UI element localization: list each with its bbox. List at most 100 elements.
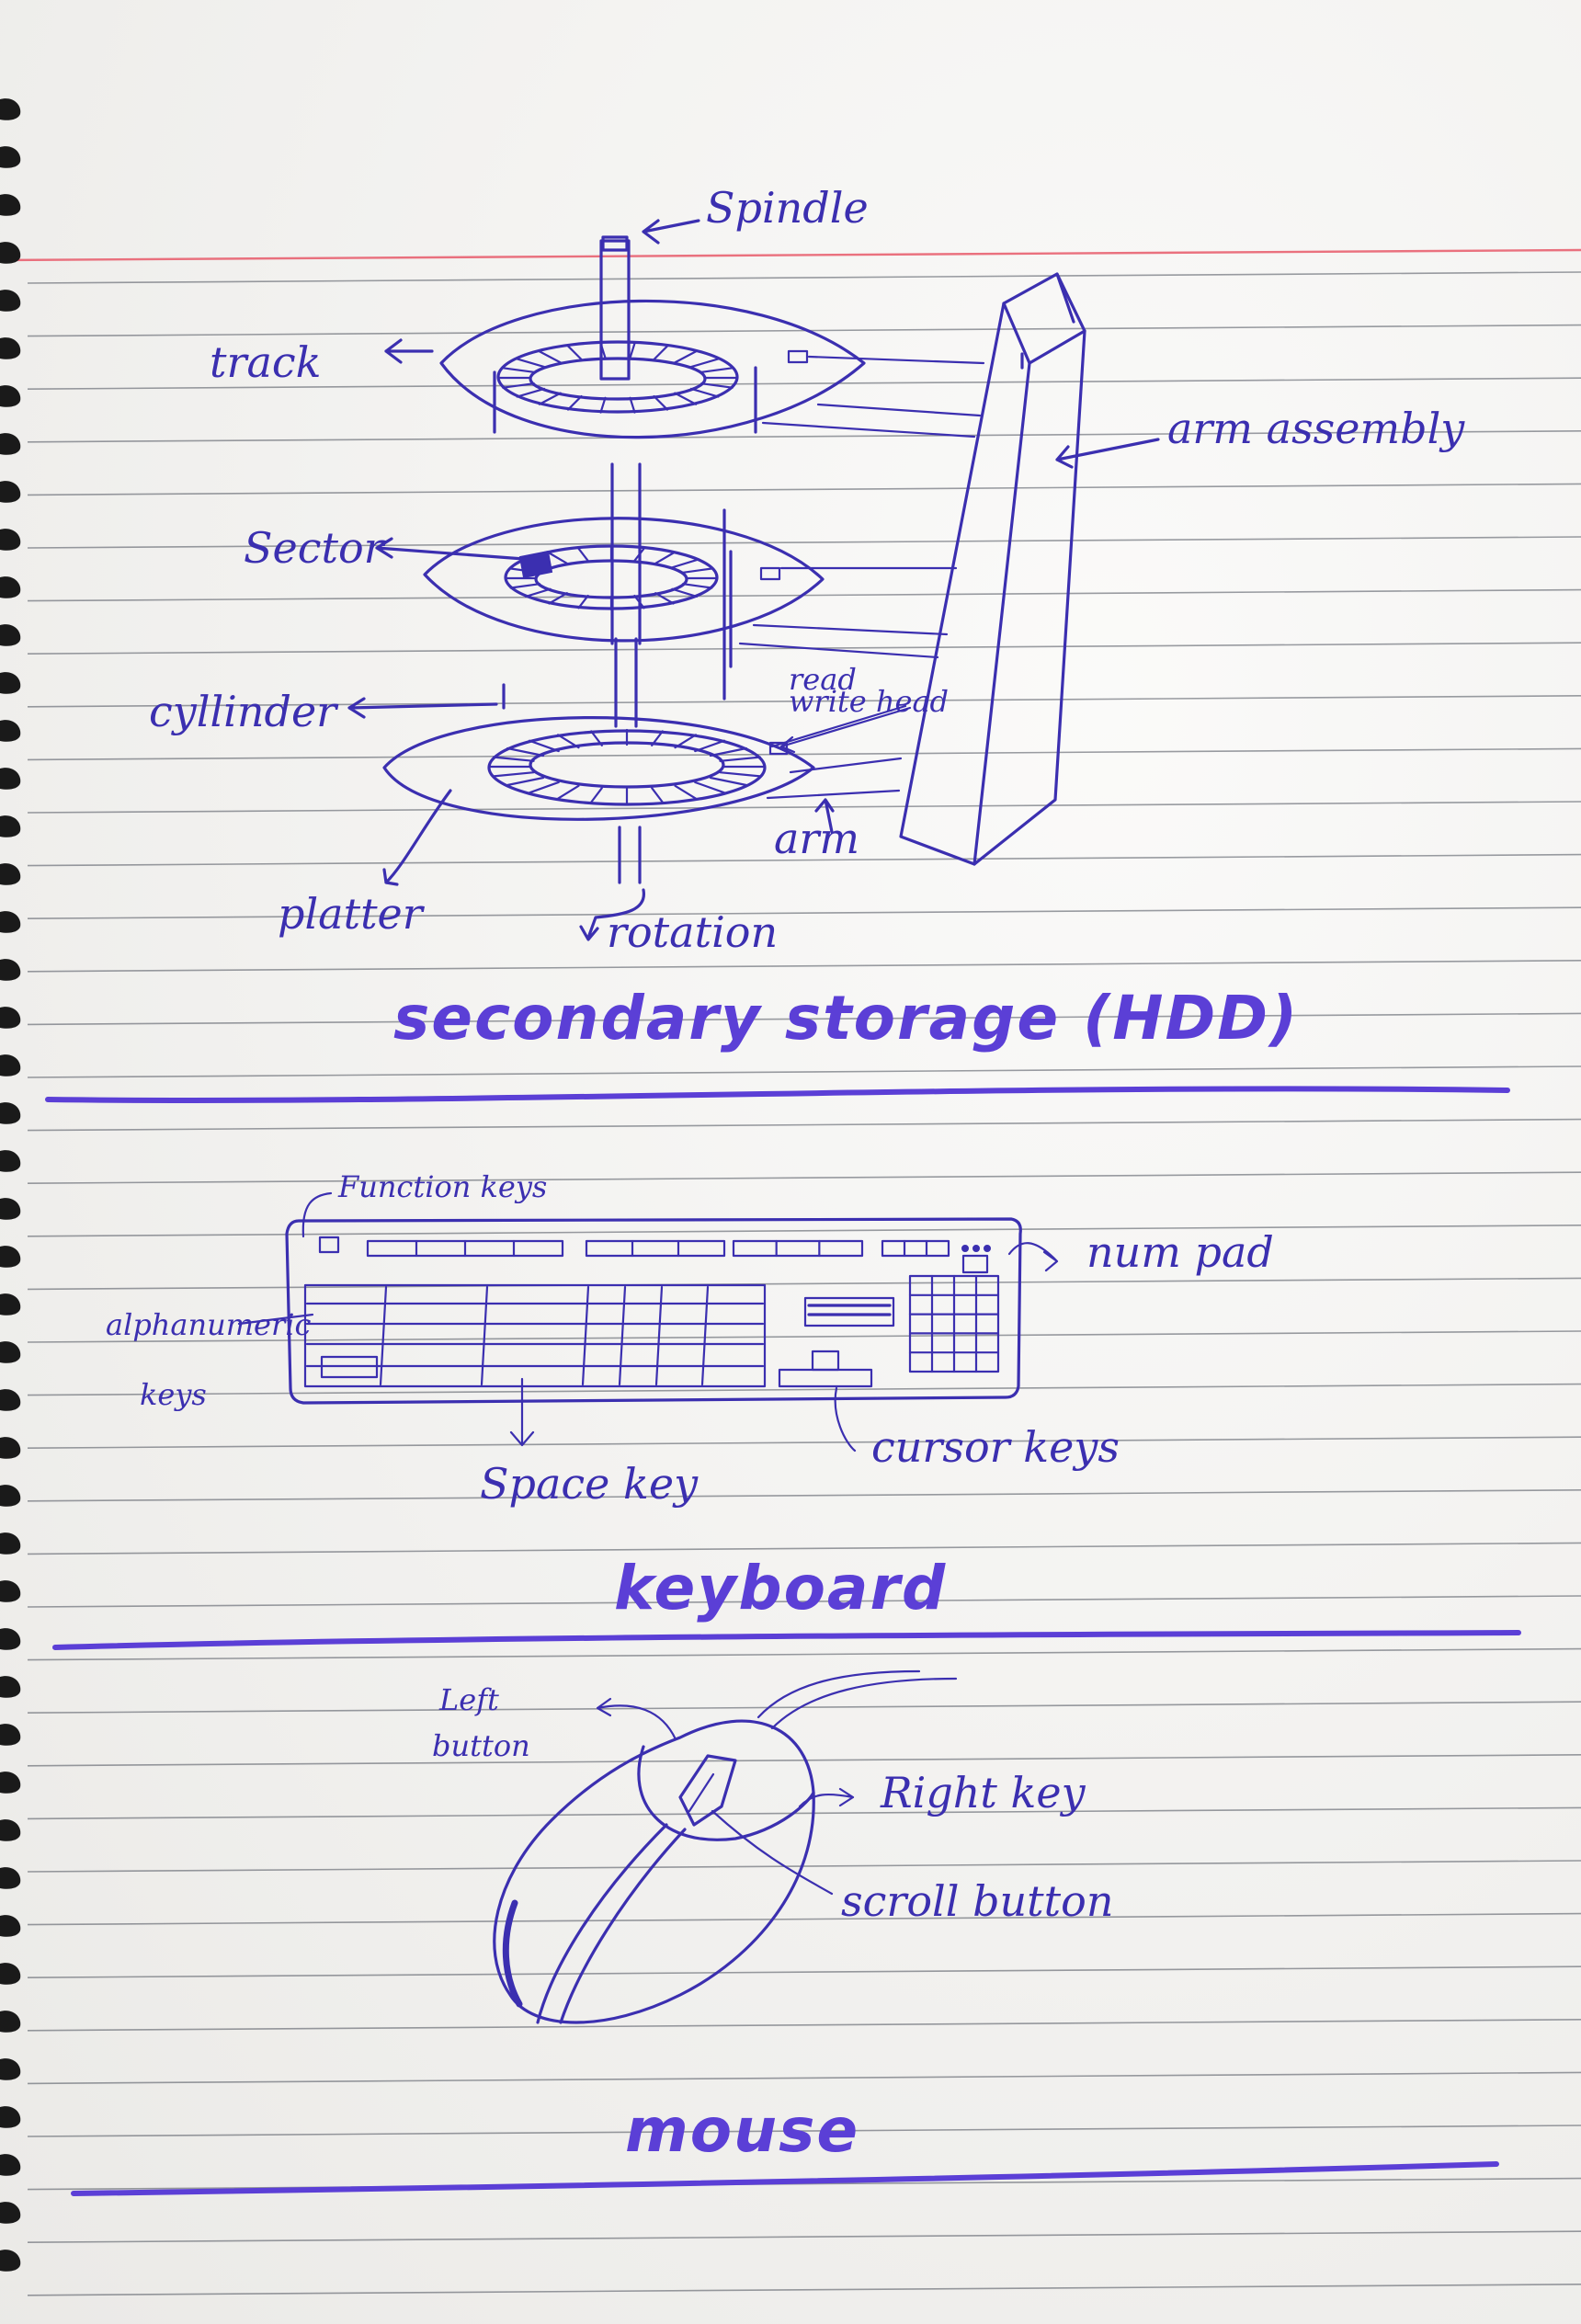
track-tick: [671, 558, 699, 569]
arm-line: [766, 789, 901, 800]
track-tick: [590, 730, 603, 746]
track-tick: [654, 592, 675, 605]
label-arm: arm: [774, 814, 859, 863]
spiral-ring: [0, 1963, 21, 1985]
title-keyboard: keyboard: [614, 1553, 947, 1623]
spiral-ring: [0, 2154, 21, 2176]
spiral-ring: [0, 1437, 21, 1459]
platter-top-track-outer: [496, 340, 739, 414]
spiral-ring: [0, 1819, 21, 1841]
ruled-line: [27, 1806, 1581, 1820]
spiral-ring: [0, 1341, 21, 1363]
alpha-block: [303, 1283, 767, 1388]
cylinder-arrow: [347, 697, 498, 719]
ruled-line: [27, 1647, 1581, 1661]
spiral-ring: [0, 720, 21, 742]
cursor-keys-arrow: [834, 1386, 857, 1452]
alpha-col-line: [379, 1285, 388, 1386]
ruled-line: [27, 1330, 1581, 1343]
track-tick: [493, 771, 535, 778]
title-hdd: secondary storage (HDD): [393, 983, 1299, 1054]
track-tick: [566, 394, 583, 411]
spiral-ring: [0, 672, 21, 694]
spiral-ring: [0, 194, 21, 216]
spiral-ring: [0, 1580, 21, 1602]
cursor-key-row: [778, 1368, 873, 1388]
ruled-line: [27, 1860, 1581, 1873]
mouse-diagram: Left button Right key scroll button mous…: [71, 1669, 1499, 2196]
label-function-keys: Function keys: [337, 1169, 547, 1204]
mouse-cable-2: [756, 1669, 921, 1719]
ruled-line: [27, 906, 1581, 919]
track-tick: [694, 780, 726, 794]
label-left: Left: [438, 1682, 499, 1717]
ruled-line: [27, 747, 1581, 761]
track-tick: [566, 345, 583, 361]
indicator-block: [961, 1254, 989, 1274]
modifier-key: [320, 1355, 379, 1379]
indicator-dot: [972, 1245, 980, 1252]
label-left-button: button: [432, 1728, 530, 1763]
mouse-shade: [502, 1899, 523, 2008]
spiral-ring: [0, 1485, 21, 1507]
track-tick: [674, 734, 698, 749]
function-key-block: [732, 1239, 864, 1258]
spiral-ring: [0, 863, 21, 885]
ruled-lines: [27, 271, 1581, 2296]
arm-assembly-edge: [1055, 272, 1075, 324]
ruled-line: [27, 853, 1581, 867]
ruled-line: [27, 1012, 1581, 1026]
arm-assembly-arrow: [1055, 438, 1160, 469]
ruled-line: [27, 1118, 1581, 1132]
escape-key: [318, 1236, 340, 1254]
ruled-line: [27, 2284, 1581, 2296]
sector-arrow: [375, 537, 526, 561]
track-tick: [502, 367, 535, 373]
ruled-line: [27, 1542, 1581, 1555]
arm-line: [752, 623, 949, 636]
track-tick: [700, 367, 734, 373]
ruled-line: [27, 801, 1581, 814]
mouse-body-line-2: [559, 1828, 687, 2024]
spiral-ring: [0, 1293, 21, 1316]
label-num-pad: num pad: [1086, 1227, 1274, 1277]
spiral-ring: [0, 768, 21, 790]
ruled-line: [27, 1065, 1581, 1078]
track-tick: [653, 345, 669, 361]
track-tick: [577, 594, 589, 609]
arm-assembly-front: [899, 302, 1031, 866]
platter-top: [439, 299, 866, 439]
track-tick: [590, 787, 603, 803]
label-cylinder: cyllinder: [149, 687, 339, 736]
track-tick: [709, 746, 748, 758]
alpha-col-line: [618, 1285, 627, 1386]
spiral-ring: [0, 911, 21, 933]
right-key-arrow: [798, 1787, 855, 1808]
mouse-body-line-1: [536, 1823, 668, 2024]
spiral-ring: [0, 1724, 21, 1746]
spiral-ring: [0, 1102, 21, 1124]
spiral-ring: [0, 2250, 21, 2272]
track-tick: [719, 756, 761, 762]
spiral-ring: [0, 529, 21, 551]
label-alphanumeric: alphanumeric: [106, 1307, 312, 1342]
ruled-line: [27, 2230, 1581, 2243]
track-tick: [509, 583, 541, 589]
spiral-ring: [0, 624, 21, 646]
indicator-dot: [961, 1245, 969, 1252]
ruled-line: [27, 1225, 1581, 1237]
function-key-block: [881, 1239, 950, 1258]
platter-bottom: [382, 716, 815, 821]
spiral-ring: [0, 1150, 21, 1172]
label-right-key: Right key: [880, 1768, 1086, 1817]
track-tick: [548, 552, 568, 564]
spiral-ring: [0, 1676, 21, 1698]
cursor-key-up: [811, 1350, 840, 1372]
alpha-col-line: [581, 1285, 590, 1386]
label-spindle: Spindle: [706, 183, 869, 233]
track-tick: [629, 342, 636, 359]
ruled-line: [27, 1912, 1581, 1926]
spiral-ring: [0, 959, 21, 981]
ruled-line: [27, 1489, 1581, 1502]
